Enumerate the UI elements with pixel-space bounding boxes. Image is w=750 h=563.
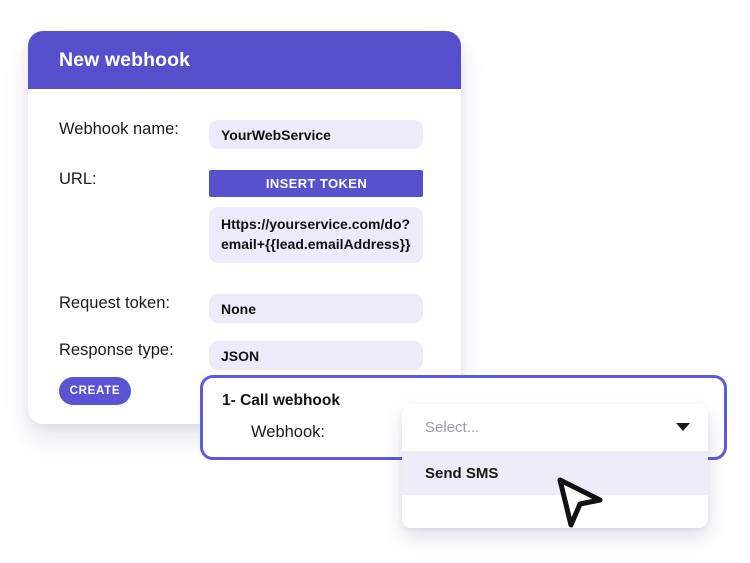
- new-webhook-card: New webhook Webhook name: YourWebService…: [28, 31, 461, 424]
- webhook-name-input[interactable]: YourWebService: [209, 120, 423, 149]
- webhook-select-label: Webhook:: [251, 423, 325, 441]
- url-label: URL:: [59, 170, 97, 188]
- form-row-request-token: Request token: None: [59, 294, 423, 323]
- dropdown-option-send-sms[interactable]: Send SMS: [402, 451, 708, 495]
- url-input[interactable]: Https://yourservice.com/do?email+{{lead.…: [209, 207, 423, 263]
- card-body: Webhook name: YourWebService URL: INSERT…: [28, 89, 461, 424]
- chevron-down-icon[interactable]: [676, 423, 690, 431]
- form-row-webhook-name: Webhook name: YourWebService: [59, 120, 423, 149]
- webhook-select-control[interactable]: Select...: [402, 404, 708, 451]
- url-stack: INSERT TOKEN Https://yourservice.com/do?…: [209, 170, 423, 263]
- webhook-select-placeholder: Select...: [425, 419, 480, 436]
- webhook-name-label: Webhook name:: [59, 120, 179, 138]
- insert-token-button[interactable]: INSERT TOKEN: [209, 170, 423, 197]
- card-header: New webhook: [28, 31, 461, 89]
- call-webhook-title: 1- Call webhook: [222, 392, 340, 409]
- webhook-dropdown: Select... Send SMS: [402, 404, 708, 528]
- form-row-response-type: Response type: JSON: [59, 341, 423, 370]
- response-type-input[interactable]: JSON: [209, 341, 423, 370]
- request-token-input[interactable]: None: [209, 294, 423, 323]
- request-token-label: Request token:: [59, 294, 170, 312]
- response-type-label: Response type:: [59, 341, 174, 359]
- create-button[interactable]: CREATE: [59, 377, 131, 405]
- page-title: New webhook: [59, 48, 191, 71]
- form-row-url: URL: INSERT TOKEN Https://yourservice.co…: [59, 170, 423, 263]
